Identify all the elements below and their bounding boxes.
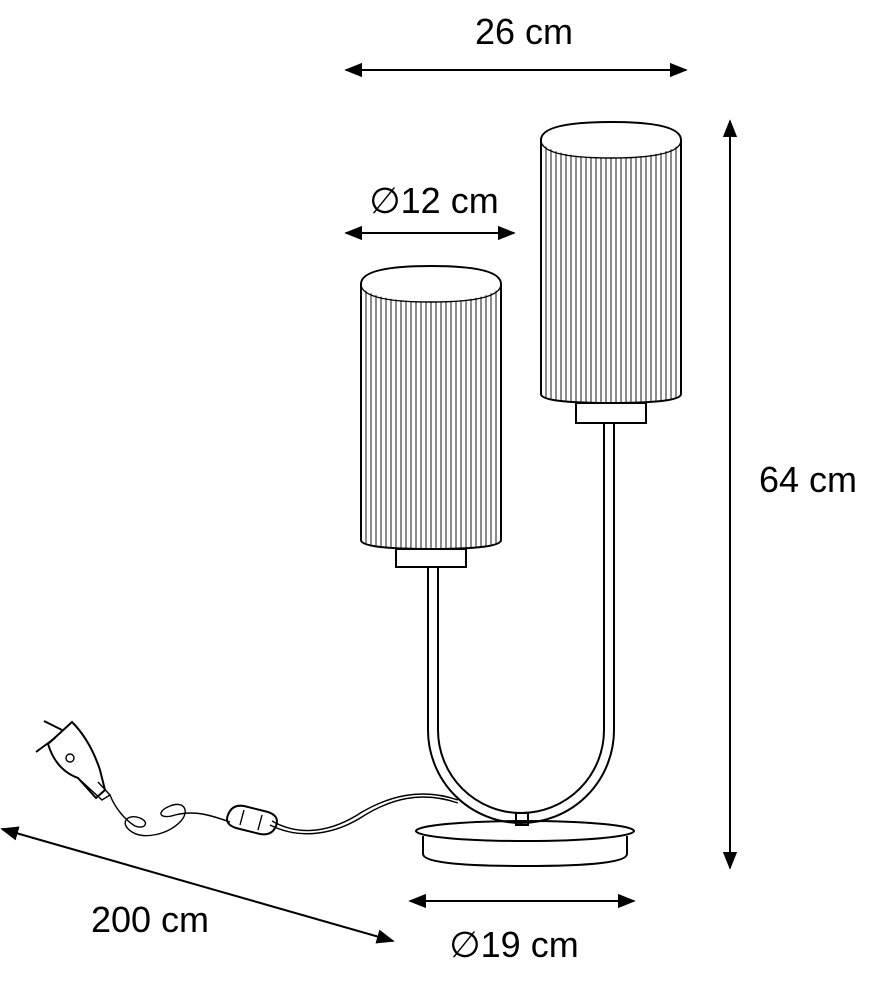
lamp-base — [415, 820, 635, 868]
width-label: 26 cm — [475, 11, 573, 52]
short-shade-holder — [395, 548, 467, 568]
power-cable — [109, 793, 459, 837]
shade-diameter-label: ∅12 cm — [369, 180, 498, 221]
short-shade — [360, 264, 502, 551]
base-diameter-label: ∅19 cm — [449, 924, 578, 965]
lamp-stem — [427, 423, 615, 826]
tall-shade — [540, 120, 682, 405]
height-label: 64 cm — [759, 459, 857, 500]
cord-switch — [226, 804, 278, 836]
cable-length-label: 200 cm — [91, 899, 209, 940]
plug — [35, 720, 112, 801]
cable-length-dimension-line — [0, 826, 395, 944]
tall-shade-holder — [575, 402, 647, 424]
